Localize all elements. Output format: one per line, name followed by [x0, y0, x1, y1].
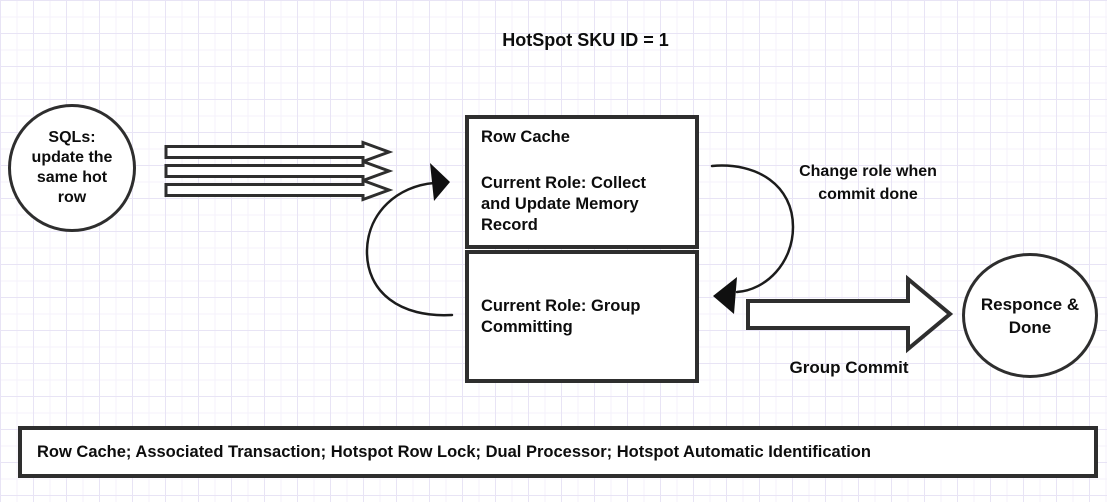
group-committing-box: Current Role: Group Committing	[465, 250, 699, 383]
group-committing-role-label: Current Role: Group Committing	[481, 296, 641, 336]
row-cache-title: Row Cache	[481, 128, 570, 146]
sql-arrow-icon	[164, 140, 394, 164]
parallel-sql-arrows-icon	[164, 140, 394, 202]
feature-list-text: Row Cache; Associated Transaction; Hotsp…	[37, 442, 871, 461]
sql-source-circle: SQLs: update the same hot row	[8, 104, 136, 232]
role-switch-curve-line	[365, 181, 454, 317]
change-role-label: Change role when commit done	[799, 163, 937, 203]
sql-arrow-icon	[164, 159, 394, 183]
change-role-right-curve-icon	[710, 164, 795, 314]
sql-source-label: SQLs: update the same hot row	[31, 129, 113, 206]
collect-role-label: Current Role: Collect and Update Memory …	[481, 174, 647, 234]
row-cache-box: Row Cache Current Role: Collect and Upda…	[465, 115, 699, 249]
role-switch-left-curve-icon	[365, 163, 454, 317]
response-done-label: Responce & Done	[980, 294, 1080, 337]
feature-list-bar: Row Cache; Associated Transaction; Hotsp…	[18, 426, 1098, 478]
group-commit-arrow-icon	[746, 274, 954, 354]
response-done-circle: Responce & Done	[962, 253, 1098, 378]
sql-arrow-icon	[164, 178, 394, 202]
arrowhead-right-icon	[430, 163, 450, 201]
diagram-title: HotSpot SKU ID = 1	[502, 30, 669, 50]
arrowhead-left-icon	[713, 277, 737, 314]
change-role-curve-line	[710, 164, 795, 294]
group-commit-label: Group Commit	[789, 358, 909, 377]
